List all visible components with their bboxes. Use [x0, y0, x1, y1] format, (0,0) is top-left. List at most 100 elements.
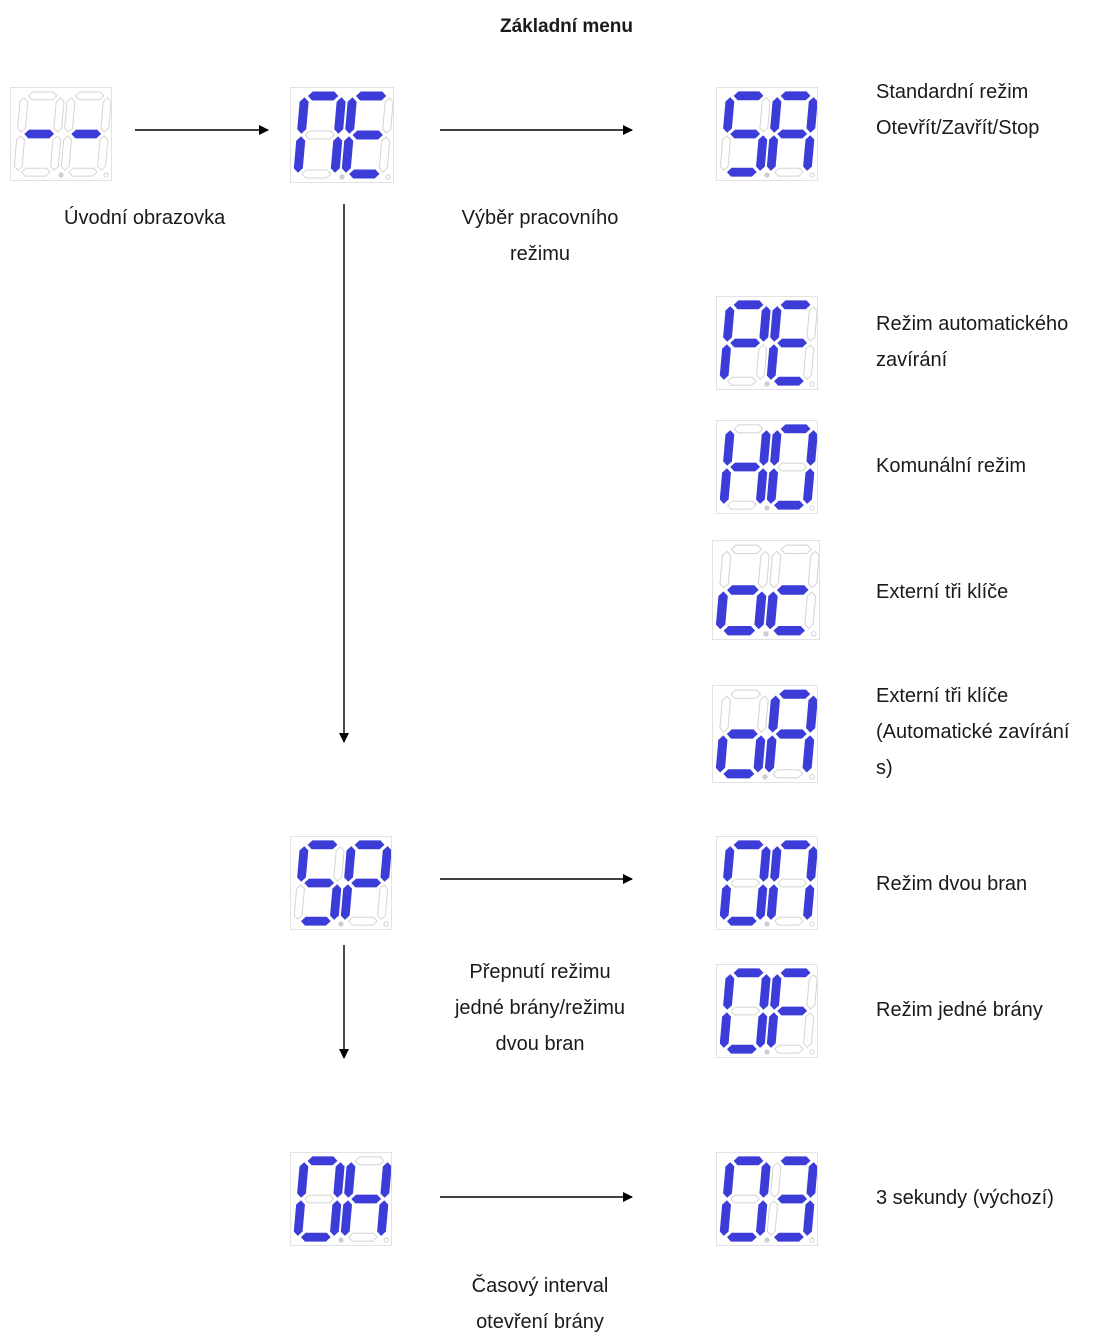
- segment-g: [777, 129, 808, 139]
- decimal-point: [764, 505, 770, 511]
- segment-e: [293, 1200, 305, 1236]
- decimal-point: [764, 921, 770, 927]
- segment-c: [330, 1200, 342, 1236]
- segment-c: [330, 884, 342, 920]
- digit: [715, 689, 769, 779]
- decimal-point: [385, 174, 391, 180]
- segment-c: [756, 468, 768, 504]
- digit: [293, 840, 345, 926]
- segment-a: [733, 424, 764, 434]
- segment-b: [806, 430, 817, 466]
- segment-g: [777, 1194, 808, 1204]
- segment-c: [756, 135, 768, 171]
- digit: [293, 91, 346, 179]
- label-gate-switch: Přepnutí režimu jedné brány/režimu dvou …: [418, 954, 662, 1062]
- segment-d: [300, 1232, 331, 1242]
- segment-d: [723, 769, 755, 779]
- segment-f: [17, 97, 29, 133]
- seven-segment-of: [719, 968, 817, 1055]
- label-line: jedné brány/režimu: [454, 997, 626, 1019]
- segment-d: [773, 500, 804, 510]
- segment-a: [355, 91, 387, 101]
- digit: [766, 424, 817, 510]
- segment-a: [27, 91, 58, 101]
- segment-d: [67, 167, 98, 177]
- decimal-point: [764, 381, 770, 387]
- segment-d: [726, 500, 757, 510]
- label-line: otevření brány: [476, 1311, 604, 1333]
- segment-g: [351, 878, 382, 888]
- segment-e: [715, 591, 728, 630]
- segment-d: [349, 169, 380, 179]
- display-o3: [716, 1152, 818, 1246]
- segment-f: [297, 846, 309, 882]
- segment-b: [759, 846, 771, 882]
- segment-d: [773, 167, 804, 177]
- decimal-point: [338, 921, 344, 927]
- segment-g: [726, 729, 758, 739]
- seven-segment-ne: [293, 91, 393, 180]
- segment-d: [726, 1232, 757, 1242]
- segment-b: [759, 306, 771, 342]
- segment-e: [719, 884, 731, 920]
- label-line: Režim dvou bran: [876, 873, 1028, 895]
- segment-g: [304, 130, 335, 140]
- seven-segment-pe: [719, 300, 817, 387]
- segment-d: [772, 769, 804, 779]
- segment-a: [733, 1156, 764, 1166]
- display-on: [716, 836, 818, 930]
- decimal-point: [809, 1049, 815, 1055]
- segment-b: [100, 97, 111, 133]
- digit: [766, 968, 817, 1054]
- digit: [765, 544, 819, 636]
- decimal-point: [764, 172, 770, 178]
- segment-e: [766, 468, 779, 504]
- segment-f: [723, 1162, 735, 1198]
- segment-d: [347, 916, 378, 926]
- label-line: (Automatické zavírání: [876, 721, 1070, 743]
- segment-c: [803, 135, 815, 171]
- segment-f: [723, 846, 735, 882]
- segment-b: [334, 97, 346, 134]
- seven-segment-o3: [719, 1156, 817, 1243]
- label-line: s): [876, 757, 893, 779]
- digit: [341, 91, 393, 179]
- segment-d: [773, 1232, 804, 1242]
- display-oh: [290, 1152, 392, 1246]
- segment-f: [297, 97, 309, 134]
- segment-c: [753, 735, 766, 773]
- segment-b: [53, 97, 65, 133]
- label-on: Režim dvou bran: [876, 866, 1027, 902]
- segment-d: [773, 916, 804, 926]
- digit: [764, 689, 817, 779]
- segment-a: [780, 300, 811, 310]
- segment-a: [780, 1156, 811, 1166]
- segment-f: [64, 97, 76, 133]
- segment-g: [352, 130, 383, 140]
- label-line: Režim automatického: [876, 313, 1069, 335]
- segment-b: [333, 1162, 345, 1198]
- segment-g: [730, 462, 761, 472]
- decimal-point: [809, 774, 815, 780]
- seven-segment-oh: [293, 1156, 391, 1243]
- segment-d: [300, 916, 331, 926]
- label-line: Externí tři klíče: [876, 685, 1009, 707]
- segment-b: [759, 430, 771, 466]
- segment-a: [733, 840, 764, 850]
- label-intro: Úvodní obrazovka: [64, 200, 225, 236]
- flow-arrows: [135, 125, 633, 1202]
- digit: [766, 91, 817, 177]
- seven-segment-ho: [719, 424, 817, 511]
- segment-a: [780, 968, 811, 978]
- segment-c: [50, 135, 62, 171]
- segment-b: [759, 1162, 771, 1198]
- segment-d: [726, 1044, 757, 1054]
- digit: [340, 1156, 391, 1242]
- segment-g: [777, 338, 808, 348]
- label-of: Režim jedné brány: [876, 992, 1043, 1028]
- segment-c: [377, 884, 389, 920]
- segment-b: [806, 1162, 817, 1198]
- segment-c: [377, 1200, 389, 1236]
- decimal-point: [809, 381, 815, 387]
- label-line: Externí tři klíče: [876, 581, 1009, 603]
